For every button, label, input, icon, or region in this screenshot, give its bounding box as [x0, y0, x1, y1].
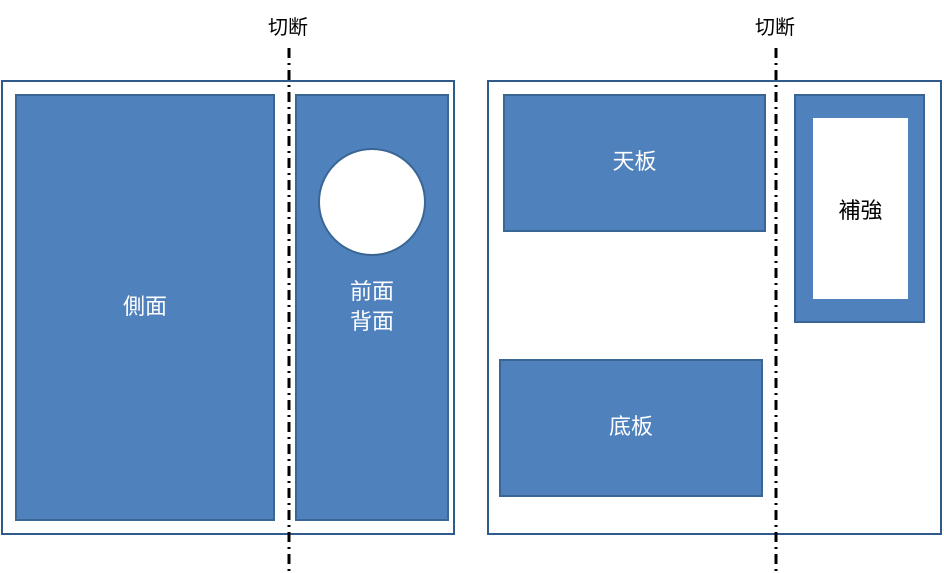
side-panel-label: 側面	[122, 294, 167, 320]
front-panel-label: 前面	[349, 279, 394, 305]
back-panel-label: 背面	[349, 309, 394, 335]
cut-label-right: 切断	[755, 15, 795, 39]
bottom-board-panel: 底板	[499, 359, 763, 497]
side-panel: 側面	[15, 94, 275, 521]
top-board-label: 天板	[612, 150, 657, 176]
bottom-board-label: 底板	[608, 415, 653, 441]
cut-label-left: 切断	[268, 15, 308, 39]
top-board-panel: 天板	[503, 94, 766, 232]
circular-hole	[318, 148, 426, 256]
reinforcement-panel: 補強	[813, 118, 908, 299]
reinforcement-label: 補強	[838, 198, 883, 224]
